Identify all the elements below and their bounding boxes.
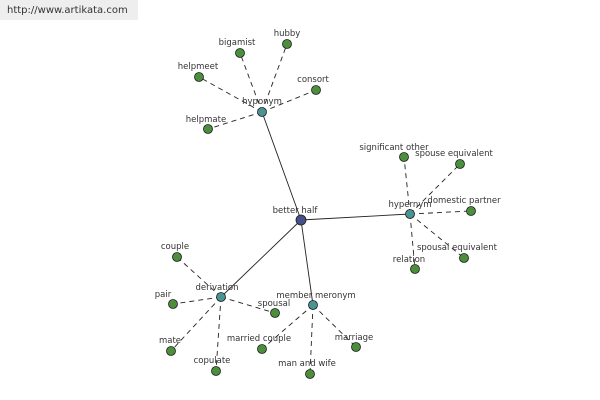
graph-labels: hyponym bigamist hubby helpmeet consort helpm… [155,29,501,369]
edge-root-hyponym [261,111,302,221]
graph-edges [170,43,472,375]
leaf-node-married-couple[interactable] [257,344,267,354]
leaf-label-helpmate: helpmate [186,115,226,125]
hub-node-member-meronym[interactable] [308,300,318,310]
root-label: better half [273,206,319,216]
leaf-node-mate[interactable] [166,346,176,356]
leaf-node-bigamist[interactable] [235,48,245,58]
edge-hyponym-helpmate [207,111,263,130]
leaf-label-spousal-equivalent: spousal equivalent [417,243,498,253]
leaf-label-helpmeet: helpmeet [178,62,219,72]
edge-root-member-meronym [300,219,314,306]
leaf-node-marriage[interactable] [351,342,361,352]
leaf-label-marriage: marriage [335,333,374,343]
edge-member-meronym-man-and-wife [309,304,314,375]
leaf-label-significant-other: significant other [359,143,429,153]
leaf-label-bigamist: bigamist [219,38,256,48]
graph-nodes [166,39,476,379]
leaf-node-spousal[interactable] [270,308,280,318]
leaf-label-spousal: spousal [258,299,290,309]
leaf-label-couple: couple [161,242,189,252]
edge-root-derivation [220,219,302,298]
hub-node-hypernym[interactable] [405,209,415,219]
leaf-label-man-and-wife: man and wife [278,359,336,369]
leaf-label-relation: relation [393,255,425,265]
edge-hypernym-spousal-equivalent [409,213,465,259]
edge-derivation-spousal [220,296,276,314]
leaf-node-consort[interactable] [311,85,321,95]
edge-hyponym-consort [261,89,317,113]
source-url[interactable]: http://www.artikata.com [0,0,138,20]
edge-hypernym-domestic-partner [409,210,472,215]
leaf-label-domestic-partner: domestic partner [427,196,501,206]
edge-hypernym-relation [409,213,416,270]
leaf-node-helpmeet[interactable] [194,72,204,82]
leaf-node-copulate[interactable] [211,366,221,376]
leaf-label-spouse-equivalent: spouse equivalent [415,149,493,159]
hub-node-derivation[interactable] [216,292,226,302]
leaf-label-hubby: hubby [274,29,301,39]
leaf-label-mate: mate [159,336,181,346]
hub-label-hyponym: hyponym [242,97,282,107]
leaf-label-consort: consort [297,75,329,85]
edge-derivation-couple [176,256,222,298]
edge-hyponym-bigamist [239,52,263,113]
edge-hyponym-helpmeet [198,76,263,113]
leaf-node-significant-other[interactable] [399,152,409,162]
hub-label-member-meronym: member meronym [276,291,355,301]
edge-derivation-pair [172,296,222,305]
hub-label-derivation: derivation [195,283,238,293]
edge-hypernym-significant-other [403,156,411,215]
hub-label-hypernym: hypernym [388,200,431,210]
leaf-node-helpmate[interactable] [203,124,213,134]
leaf-node-man-and-wife[interactable] [305,369,315,379]
edge-hyponym-hubby [261,43,288,113]
edge-derivation-mate [170,296,222,352]
leaf-node-spouse-equivalent[interactable] [455,159,465,169]
leaf-node-domestic-partner[interactable] [466,206,476,216]
edge-hypernym-spouse-equivalent [409,163,461,215]
edge-root-hypernym [300,213,411,221]
leaf-node-couple[interactable] [172,252,182,262]
hub-node-hyponym[interactable] [257,107,267,117]
leaf-node-spousal-equivalent[interactable] [459,253,469,263]
edge-member-meronym-marriage [312,304,357,348]
leaf-label-copulate: copulate [194,356,231,366]
root-node-better-half[interactable] [295,214,307,226]
leaf-node-relation[interactable] [410,264,420,274]
leaf-node-hubby[interactable] [282,39,292,49]
leaf-label-married-couple: married couple [227,334,291,344]
edge-member-meronym-married-couple [261,304,314,350]
edge-derivation-copulate [215,296,222,372]
leaf-node-pair[interactable] [168,299,178,309]
leaf-label-pair: pair [155,290,172,300]
